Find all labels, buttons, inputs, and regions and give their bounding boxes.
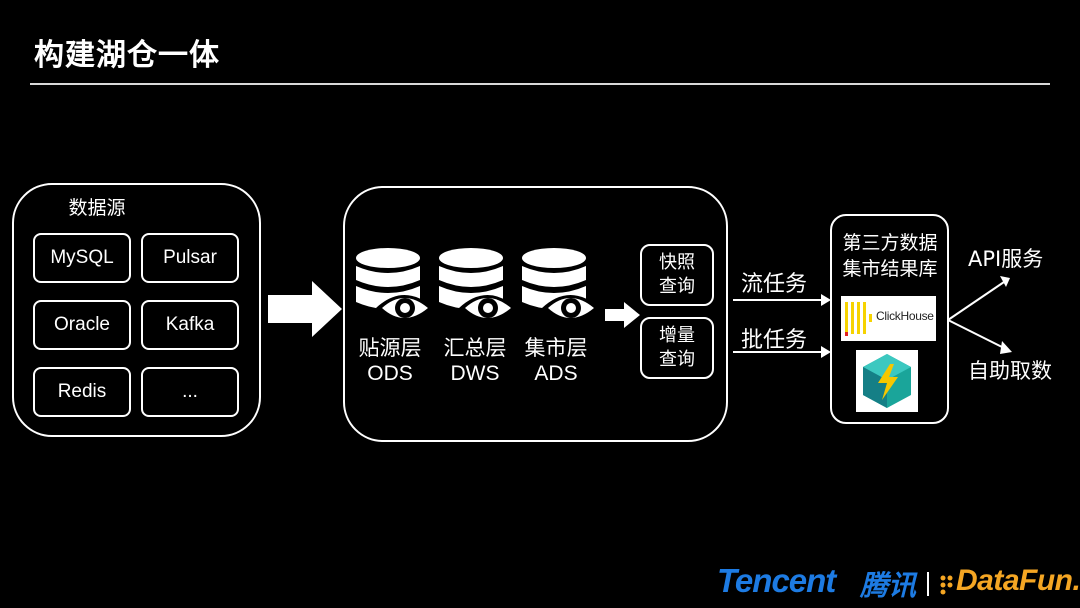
datafun-dots-icon (940, 575, 953, 595)
database-eye-icon-dws (439, 248, 517, 321)
footer-divider (927, 572, 929, 596)
bi-tool-logo-icon (856, 350, 918, 412)
tencent-logo: Tencent (717, 562, 836, 599)
stream-task-label: 流任务 (741, 272, 808, 297)
source-redis: Redis (33, 367, 131, 417)
layer-ads-code: ADS (534, 362, 578, 385)
layer-ads-name: 集市层 (524, 336, 588, 360)
snapshot-query-box: 快照 查询 (640, 244, 714, 306)
task-arrows (733, 294, 831, 358)
source-more: ... (141, 367, 239, 417)
data-source-group (12, 183, 261, 437)
source-kafka: Kafka (141, 300, 239, 350)
api-arrowhead-icon (1000, 276, 1010, 287)
stream-arrowhead-icon (821, 294, 831, 306)
layer-ods-name: 贴源层 (358, 336, 422, 360)
data-source-title: 数据源 (68, 197, 126, 219)
title-divider (30, 83, 1050, 85)
layer-ads: 集市层 ADS (518, 336, 594, 386)
mart-title: 第三方数据 集市结果库 (842, 232, 938, 280)
source-mysql: MySQL (33, 233, 131, 283)
api-service-label: API服务 (968, 247, 1044, 271)
layer-dws: 汇总层 DWS (437, 336, 513, 386)
query-arrow-icon (605, 302, 640, 328)
tencent-logo-cn: 腾讯 (860, 569, 917, 602)
clickhouse-logo: ClickHouse (841, 296, 936, 341)
source-oracle: Oracle (33, 300, 131, 350)
self-service-label: 自助取数 (968, 359, 1052, 383)
clickhouse-bars-icon (845, 302, 872, 336)
layer-dws-code: DWS (450, 362, 500, 385)
output-arrows (947, 276, 1012, 354)
layer-ods-code: ODS (367, 362, 413, 385)
batch-arrowhead-icon (821, 346, 831, 358)
batch-task-label: 批任务 (741, 328, 808, 353)
database-eye-icon-ads (522, 248, 600, 321)
datafun-logo: DataFun. (956, 564, 1080, 597)
incremental-query-box: 增量 查询 (640, 317, 714, 379)
lakehouse-group (343, 186, 728, 442)
layer-ods: 贴源层 ODS (352, 336, 428, 386)
self-service-arrowhead-icon (1000, 341, 1012, 354)
source-pulsar: Pulsar (141, 233, 239, 283)
page-title: 构建湖仓一体 (34, 38, 220, 73)
clickhouse-label: ClickHouse (876, 309, 934, 323)
layer-icons (356, 248, 600, 321)
layer-dws-name: 汇总层 (443, 336, 507, 360)
ingest-arrow-icon (268, 281, 342, 337)
database-eye-icon-ods (356, 248, 434, 321)
